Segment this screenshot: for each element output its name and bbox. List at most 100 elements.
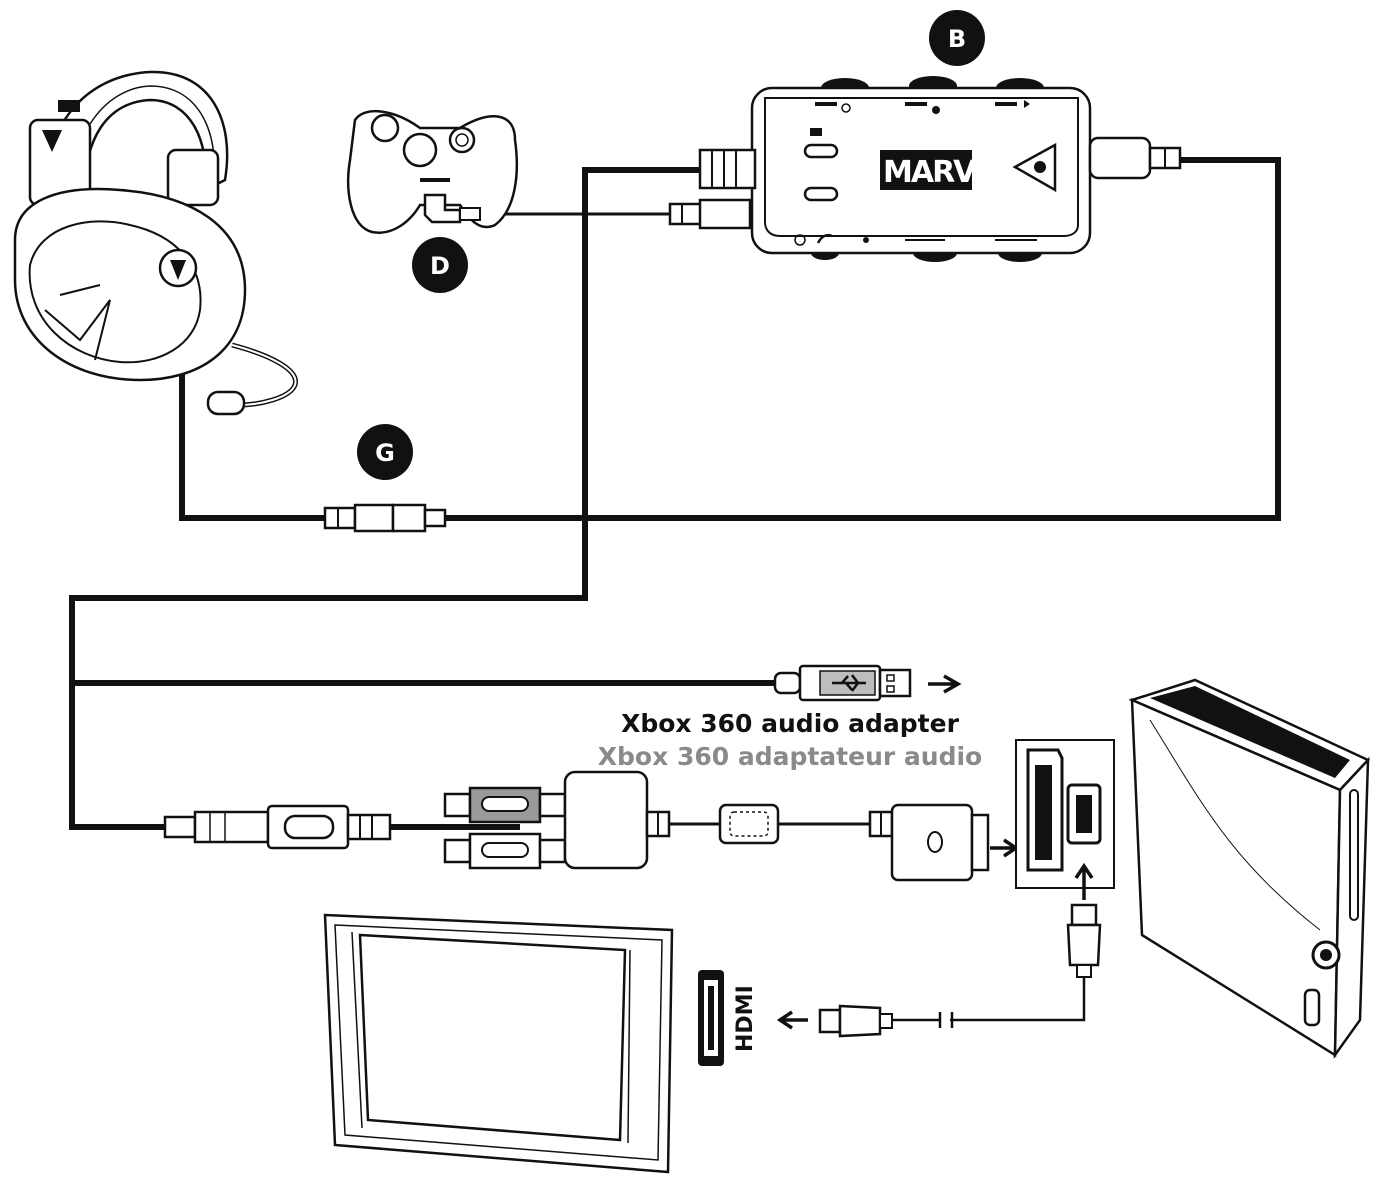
- television: HDMI: [323, 913, 758, 1174]
- headset-side-logo: [42, 130, 62, 152]
- tv-hdmi-port-pins: [708, 986, 714, 1050]
- callout-b-label: B: [948, 25, 966, 53]
- amp-level-2: [905, 102, 927, 106]
- tv-edge-left: [351, 931, 363, 1129]
- adapter-input-plug-ring: [163, 815, 197, 839]
- headset: [13, 70, 298, 416]
- connector-g-center-right: [391, 503, 427, 533]
- hdmi-arrow-left-icon: [776, 1010, 808, 1030]
- hdmi-tv-plug-tip: [818, 1008, 842, 1034]
- connector-g-center-left: [353, 503, 395, 533]
- cables: [69, 157, 1281, 1028]
- amplifier: MARVEL: [668, 76, 1182, 262]
- callout-g-label: G: [375, 439, 395, 467]
- adapter-input-socket-grip: [283, 814, 335, 840]
- adapter-input-plug-cone: [193, 810, 270, 844]
- console-usb-slot: [1303, 988, 1321, 1027]
- console-power-button-core: [1320, 949, 1332, 961]
- amp-treble-mark: [995, 239, 1037, 241]
- usb-plug-tip: [878, 668, 912, 698]
- headset-band-outer: [43, 70, 229, 212]
- hdmi-tv-plug-strain: [879, 1013, 893, 1029]
- port-panel-hdmi-port-inner: [1076, 795, 1092, 833]
- cable-amp-to-console: [69, 167, 705, 830]
- usb-plug-strain: [773, 671, 802, 695]
- amp-logo-text: MARVEL: [883, 155, 1012, 190]
- headset-ear-cushion: [28, 220, 202, 364]
- controller-left-stick: [370, 113, 400, 143]
- hdmi-tv-plug-body: [838, 1004, 882, 1038]
- amp-left-port: [698, 148, 757, 190]
- usb-icon: [832, 674, 866, 692]
- adapter-rca-bottom-end: [538, 838, 567, 864]
- adapter-rca-top-end: [538, 792, 567, 818]
- callout-d: D: [412, 237, 468, 293]
- hdmi-console-plug-strain: [1076, 964, 1092, 978]
- hdmi-cable: [776, 903, 1102, 1038]
- controller: [347, 109, 519, 234]
- amp-turtle-logo-mark: [1034, 161, 1046, 173]
- amp-mic-icon: [863, 237, 869, 243]
- console-front-curve: [1149, 719, 1321, 931]
- amp-body-bevel: [764, 97, 1079, 237]
- callout-d-label: D: [430, 252, 450, 280]
- amp-logo-plate: [880, 150, 972, 190]
- headset-mic-boom-inner: [231, 344, 297, 406]
- arrow-right-icon: [928, 674, 962, 694]
- controller-jack-pin: [459, 207, 481, 221]
- adapter-rca-top-grip: [481, 796, 529, 812]
- amp-level-3: [995, 102, 1017, 106]
- callout-g: G: [357, 424, 413, 480]
- amp-bass-mark: [905, 239, 945, 241]
- amp-speaker-icon: [1024, 100, 1030, 108]
- headset-ear-cup: [13, 187, 247, 382]
- headset-mic-tip: [206, 390, 246, 416]
- adapter-console-plug-ring: [927, 831, 943, 853]
- adapter-input-socket-ribs: [346, 813, 392, 841]
- adapter-label-english: Xbox 360 audio adapter: [621, 709, 960, 738]
- controller-guide-button: [402, 132, 438, 168]
- cable-amp-to-headset: [445, 157, 1281, 521]
- hdmi-label: HDMI: [733, 985, 758, 1052]
- controller-right-stick: [448, 126, 476, 154]
- hdmi-console-plug-tip: [1070, 903, 1098, 927]
- hdmi-console-plug-body: [1066, 923, 1102, 967]
- amp-right-port: [1088, 136, 1152, 180]
- callout-d-badge: [412, 237, 468, 293]
- connector-g-right: [423, 508, 447, 528]
- connector-g: [323, 503, 447, 533]
- amp-switch-2: [803, 186, 839, 202]
- xbox-console: [1128, 678, 1371, 1060]
- adapter-console-arrow-icon: [990, 838, 1020, 858]
- adapter-ferrite: [718, 803, 780, 845]
- adapter-rca-bottom-grip: [481, 842, 529, 858]
- amp-game-icon: [932, 106, 940, 114]
- headset-ear-cup-inner: [44, 284, 111, 361]
- tv-edge-right: [627, 949, 631, 1144]
- callout-b-badge: [929, 10, 985, 66]
- adapter-rca-top-tip: [443, 792, 472, 818]
- adapter-console-plug: [890, 803, 974, 882]
- amp-controller-plug-body: [698, 198, 752, 230]
- adapter-console-plug-face: [970, 813, 990, 872]
- amp-switch-icon: [810, 128, 822, 136]
- controller-right-stick-ring: [455, 133, 469, 147]
- console-vent: [1150, 686, 1350, 778]
- tv-screen: [358, 933, 627, 1142]
- headset-turtle-icon: [170, 260, 186, 280]
- cable-headset-down: [179, 365, 325, 521]
- headset-slider-right: [166, 148, 220, 207]
- usb-plug-tip-hole-2: [886, 685, 895, 693]
- port-panel-arrow-up-icon: [1074, 862, 1094, 900]
- console-port-panel: [1015, 739, 1115, 900]
- usb-plug-tip-hole-1: [886, 674, 895, 682]
- headset-logo-top: [58, 100, 80, 112]
- connector-g-left: [323, 506, 357, 530]
- callout-b: B: [929, 10, 985, 66]
- adapter-box: [563, 770, 649, 870]
- amp-switch-1: [803, 143, 839, 159]
- console-eject-slot: [1349, 789, 1359, 921]
- usb-plug: [773, 664, 962, 702]
- amp-mute-icon: [794, 234, 806, 246]
- callout-g-badge: [357, 424, 413, 480]
